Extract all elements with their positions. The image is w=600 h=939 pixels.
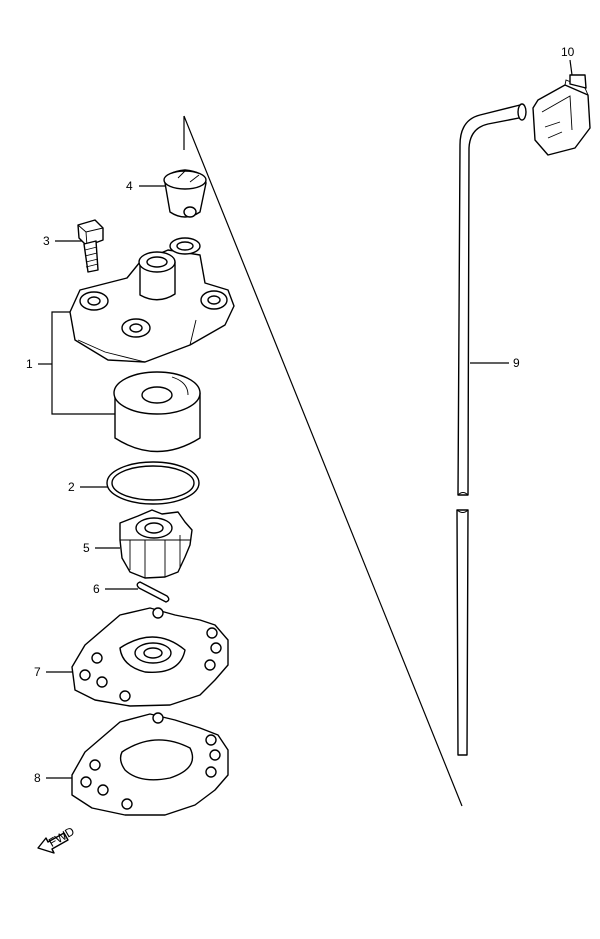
callout-4: 4 (126, 179, 133, 193)
part-3-bolt (77, 219, 104, 273)
part-6-pin (136, 581, 170, 603)
callout-10-leader (569, 59, 573, 76)
callout-3: 3 (43, 234, 50, 248)
fwd-arrow-icon: FWD (37, 824, 77, 854)
callout-1: 1 (26, 357, 33, 371)
part-8-gasket (71, 712, 229, 816)
part-10-connector (532, 74, 591, 156)
callout-5: 5 (83, 541, 90, 555)
separator-line (183, 115, 463, 807)
callout-6: 6 (93, 582, 100, 596)
part-1-liner-cup (113, 371, 201, 453)
part-7-plate (71, 607, 229, 707)
part-5-impeller (119, 509, 193, 579)
callout-9: 9 (513, 356, 520, 370)
callout-7: 7 (34, 665, 41, 679)
part-4-insert (163, 169, 207, 218)
part-2-o-ring (106, 461, 200, 505)
callout-10: 10 (561, 45, 575, 59)
part-1-pump-housing (69, 237, 235, 363)
callout-2: 2 (68, 480, 75, 494)
callout-1-bracket (51, 311, 115, 415)
callout-8: 8 (34, 771, 41, 785)
fwd-label: FWD (46, 824, 77, 850)
part-9-tube (456, 103, 527, 756)
